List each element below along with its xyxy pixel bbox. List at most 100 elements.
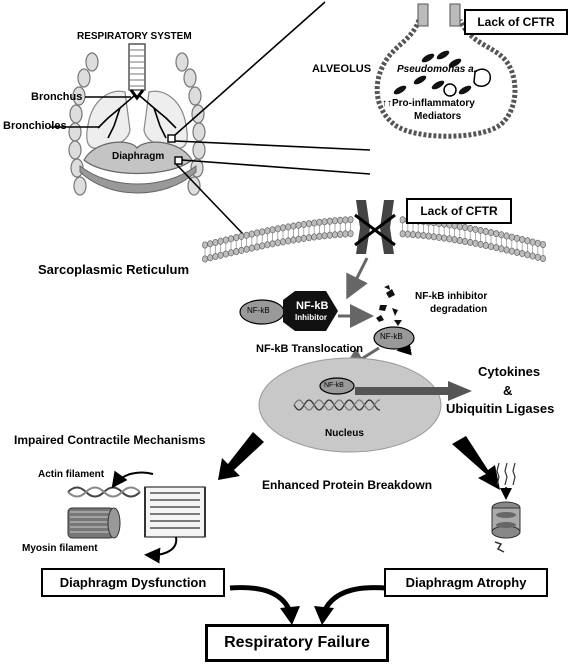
lipid-head-outer bbox=[493, 230, 500, 238]
lipid-head-inner bbox=[524, 251, 531, 259]
alveolus-lack-cftr-box: Lack of CFTR bbox=[464, 9, 568, 35]
alveolus-illustration bbox=[374, 3, 518, 139]
nuclear-nfkb-label: NF-kB bbox=[324, 382, 344, 389]
lipid-head-inner bbox=[228, 249, 234, 257]
cytokines-line1: Cytokines bbox=[478, 364, 541, 379]
lipid-head-inner bbox=[285, 237, 292, 245]
translocation-label: NF-kB Translocation bbox=[256, 343, 363, 355]
lipid-head-outer bbox=[519, 236, 526, 244]
lipid-head-inner bbox=[280, 238, 286, 246]
cycle-arrow-top bbox=[111, 470, 154, 489]
lipid-head-outer bbox=[472, 225, 479, 233]
right-lung-icon bbox=[143, 90, 188, 150]
lipid-head-inner bbox=[274, 239, 281, 247]
lipid-head-outer bbox=[207, 240, 214, 248]
lipid-head-inner bbox=[264, 241, 271, 249]
lipid-head-outer bbox=[540, 240, 546, 249]
myosin-filament-label: Myosin filament bbox=[22, 543, 98, 554]
lipid-head-outer bbox=[269, 226, 276, 234]
lipid-head-inner bbox=[415, 231, 422, 239]
lipid-head-inner bbox=[503, 246, 510, 254]
lipid-head-inner bbox=[498, 245, 505, 253]
left-lung-icon bbox=[86, 90, 131, 150]
alveolus-selection-marker bbox=[167, 134, 176, 143]
cftr-channel-icon bbox=[354, 200, 396, 254]
lipid-head-outer bbox=[508, 233, 515, 241]
lipid-head-outer bbox=[300, 220, 307, 228]
lipid-head-inner bbox=[311, 233, 318, 241]
dna-helix-icon bbox=[293, 399, 381, 411]
lipid-head-inner bbox=[321, 232, 328, 240]
lipid-head-inner bbox=[477, 240, 484, 248]
lipid-head-inner bbox=[446, 235, 453, 243]
impaired-arrow bbox=[218, 432, 264, 480]
lipid-head-outer bbox=[529, 238, 536, 246]
sarcomere-icon bbox=[144, 486, 206, 538]
nuclear-nfkb-ellipse-icon bbox=[319, 377, 355, 395]
pseudomonas-label: Pseudomonas a. bbox=[397, 64, 477, 75]
respiratory-system-title: RESPIRATORY SYSTEM bbox=[77, 31, 192, 42]
mediators-label-line1: ↑↑Pro-inflammatory bbox=[382, 98, 475, 109]
inhibitor-fragments-icon bbox=[376, 285, 402, 326]
nfkb-inhibitor-line1: NF-kB bbox=[296, 300, 329, 312]
lipid-head-inner bbox=[202, 255, 208, 263]
lipid-head-inner bbox=[347, 230, 354, 238]
lipid-head-inner bbox=[441, 234, 448, 242]
lipid-head-outer bbox=[290, 222, 297, 230]
actin-filament-label: Actin filament bbox=[38, 469, 105, 480]
lipid-head-outer bbox=[399, 216, 406, 224]
lipid-head-outer bbox=[274, 225, 281, 233]
lipid-head-inner bbox=[300, 234, 307, 242]
myosin-bundle-icon bbox=[67, 507, 121, 539]
actin-filament-icon bbox=[67, 486, 141, 498]
lipid-head-outer bbox=[280, 224, 286, 232]
inhibitor-degradation-line1: NF-kB inhibitor bbox=[415, 291, 488, 302]
lipid-head-outer bbox=[222, 236, 229, 244]
nfkb-inhibitor-hexagon-icon bbox=[283, 291, 338, 331]
signal-arrow bbox=[346, 257, 369, 300]
lipid-head-inner bbox=[519, 250, 526, 258]
lipid-head-outer bbox=[259, 228, 266, 236]
lipid-head-inner bbox=[217, 251, 224, 259]
diaphragm-dysfunction-box: Diaphragm Dysfunction bbox=[41, 568, 225, 597]
lipid-head-inner bbox=[259, 242, 266, 250]
enhanced-breakdown-label: Enhanced Protein Breakdown bbox=[262, 478, 433, 492]
lipid-head-outer bbox=[482, 227, 489, 236]
diaphragm-selection-marker bbox=[174, 156, 183, 165]
lipid-head-outer bbox=[534, 239, 541, 247]
lipid-head-inner bbox=[342, 230, 349, 238]
nfkb-inhibitor-line2: Inhibitor bbox=[295, 313, 327, 322]
lipid-head-outer bbox=[462, 223, 468, 232]
lipid-head-outer bbox=[477, 226, 484, 234]
lipid-head-inner bbox=[482, 241, 489, 250]
lipid-head-inner bbox=[238, 246, 245, 254]
lipid-head-inner bbox=[436, 233, 442, 241]
lipid-head-inner bbox=[316, 232, 323, 240]
lipid-head-inner bbox=[295, 235, 302, 243]
lipid-head-inner bbox=[332, 231, 338, 239]
lipid-head-outer bbox=[212, 238, 219, 247]
lipid-head-inner bbox=[488, 243, 494, 251]
lipid-head-outer bbox=[347, 216, 354, 224]
lipid-head-inner bbox=[540, 254, 546, 263]
lipid-head-inner bbox=[410, 231, 416, 239]
cytokines-line3: Ubiquitin Ligases bbox=[446, 401, 555, 416]
lipid-head-inner bbox=[290, 236, 297, 244]
lipid-head-inner bbox=[212, 252, 219, 261]
cytokines-line2: & bbox=[503, 383, 513, 398]
lipid-head-outer bbox=[467, 224, 474, 232]
sarcoplasmic-reticulum-label: Sarcoplasmic Reticulum bbox=[38, 262, 189, 277]
lipid-head-inner bbox=[514, 248, 520, 256]
lipid-head-outer bbox=[337, 216, 344, 224]
lipid-head-outer bbox=[285, 223, 292, 231]
diaphragm-atrophy-box: Diaphragm Atrophy bbox=[384, 568, 548, 597]
cycle-arrow-bottom bbox=[144, 536, 178, 564]
lipid-head-inner bbox=[254, 243, 260, 251]
lipid-head-inner bbox=[404, 230, 411, 238]
lipid-head-inner bbox=[430, 233, 437, 241]
lipid-head-inner bbox=[467, 238, 474, 246]
lipid-head-outer bbox=[238, 232, 245, 240]
lipid-head-outer bbox=[295, 221, 302, 229]
